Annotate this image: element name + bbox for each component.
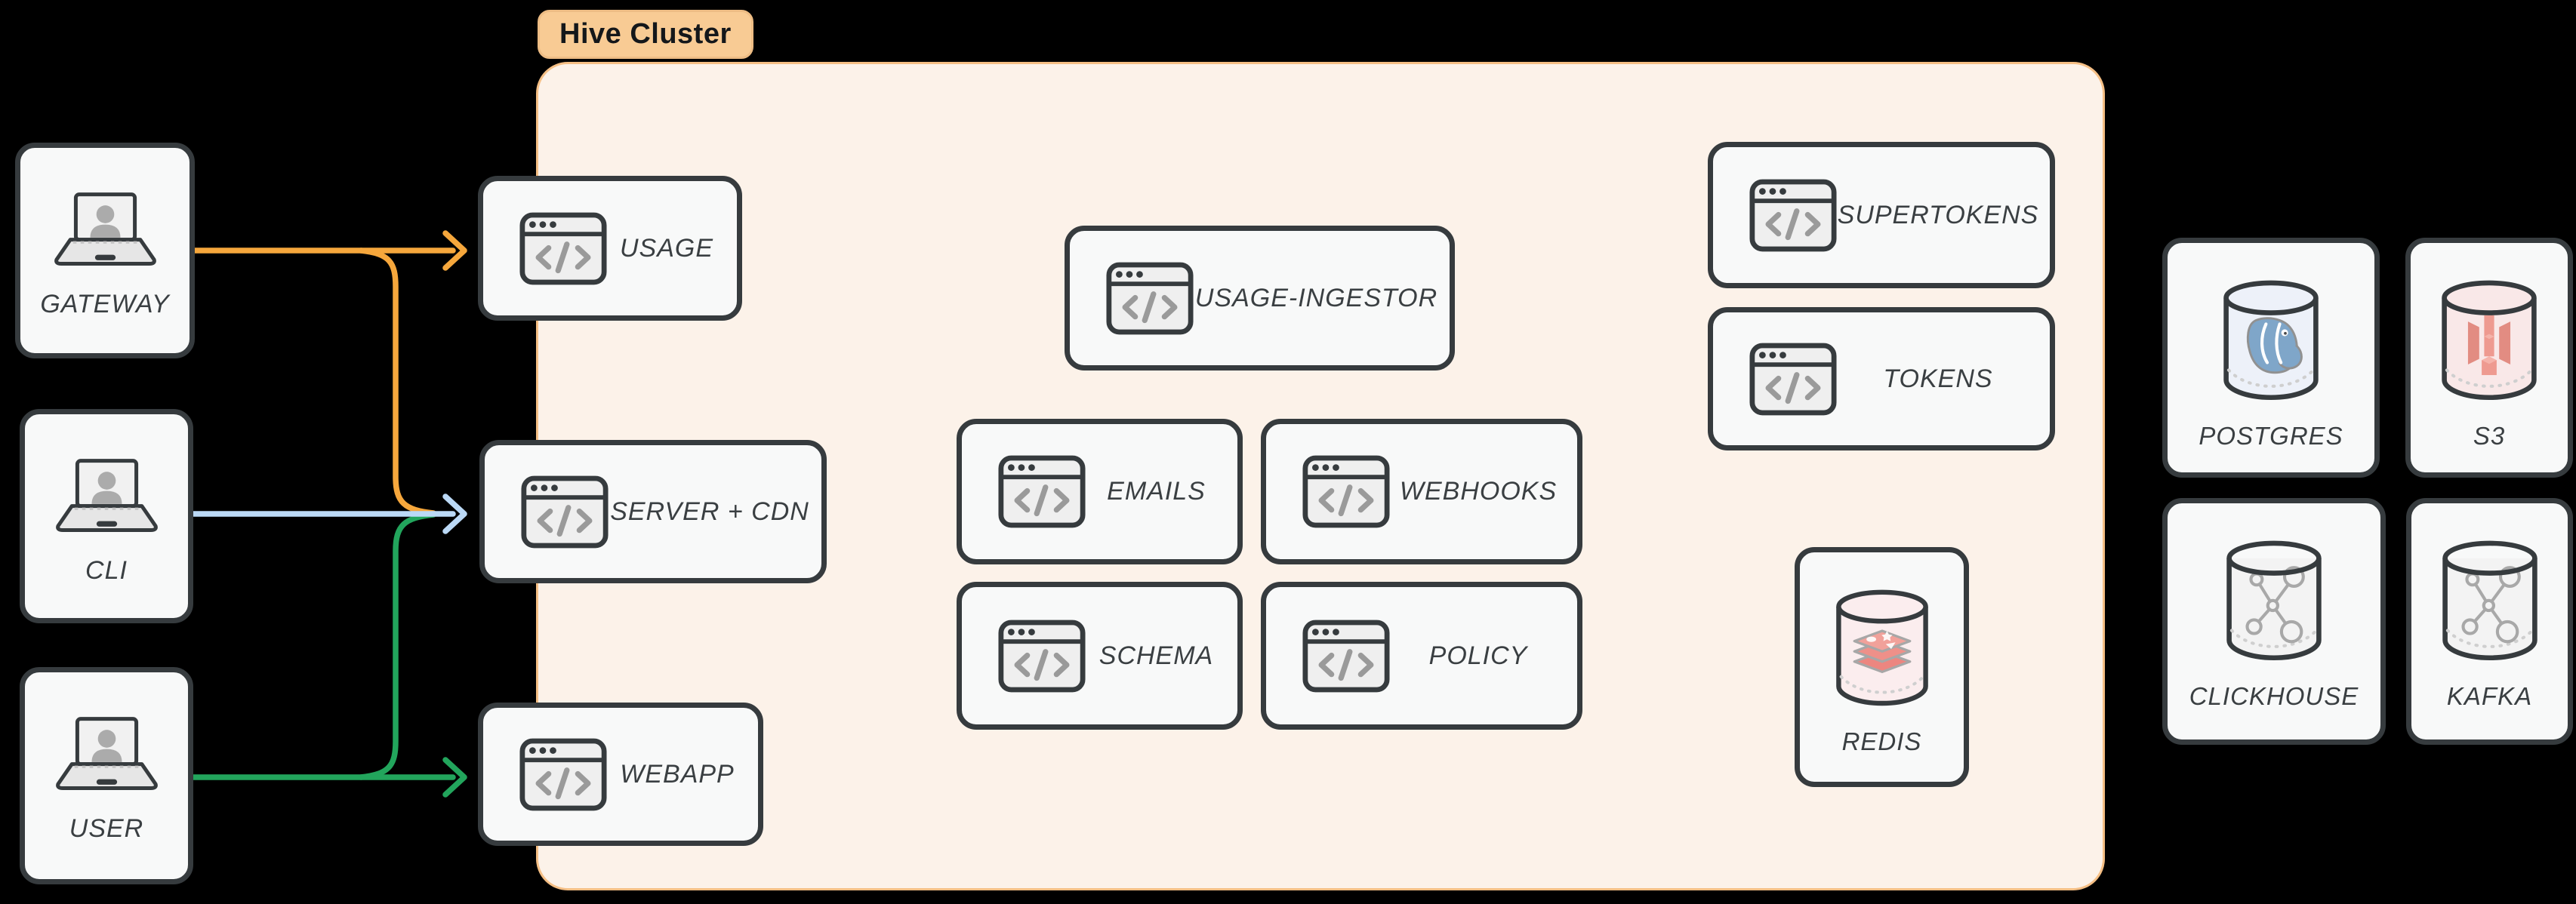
cluster-badge: Hive Cluster <box>538 10 753 59</box>
node-policy-label: POLICY <box>1428 641 1528 670</box>
code-window-icon <box>521 475 609 549</box>
node-usage-label: USAGE <box>619 233 714 263</box>
node-emails: EMAILS <box>957 419 1243 564</box>
code-window-icon <box>1302 455 1390 528</box>
node-s3-label: S3 <box>2473 422 2506 450</box>
arrowhead-server-cdn <box>442 494 467 534</box>
node-s3: S3 <box>2405 238 2573 478</box>
node-cli: CLI <box>20 409 193 623</box>
node-kafka: KAFKA <box>2406 498 2573 745</box>
node-user: USER <box>20 667 193 884</box>
node-server-cdn-label: SERVER + CDN <box>610 497 809 526</box>
laptop-user-icon <box>47 192 164 267</box>
node-gateway: GATEWAY <box>15 143 195 358</box>
postgres-database-icon <box>2218 279 2324 404</box>
node-redis: REDIS <box>1795 547 1969 787</box>
code-window-icon <box>1749 343 1837 416</box>
laptop-user-icon <box>48 458 165 533</box>
code-window-icon <box>1749 179 1837 252</box>
node-usage: USAGE <box>478 176 742 321</box>
code-window-icon <box>519 212 607 285</box>
node-clickhouse-label: CLICKHOUSE <box>2189 682 2359 710</box>
node-server-cdn: SERVER + CDN <box>479 440 827 583</box>
node-redis-label: REDIS <box>1841 727 1922 755</box>
arrowhead-usage <box>442 230 467 271</box>
graph-database-icon <box>2221 540 2327 664</box>
node-schema: SCHEMA <box>957 582 1243 730</box>
node-user-label: USER <box>69 814 144 843</box>
laptop-user-icon <box>48 716 165 792</box>
redis-database-icon <box>1831 589 1934 709</box>
code-window-icon <box>1302 620 1390 693</box>
node-usage-ingestor: USAGE-INGESTOR <box>1065 226 1455 371</box>
code-window-icon <box>1106 262 1194 335</box>
code-window-icon <box>998 620 1086 693</box>
node-supertokens: SUPERTOKENS <box>1708 142 2055 288</box>
node-cli-label: CLI <box>85 556 128 585</box>
graph-database-icon <box>2437 540 2543 664</box>
arrowhead-webapp <box>442 757 467 798</box>
node-usage-ingestor-label: USAGE-INGESTOR <box>1194 283 1438 312</box>
code-window-icon <box>519 738 607 811</box>
node-emails-label: EMAILS <box>1107 477 1206 506</box>
node-tokens-label: TOKENS <box>1883 364 1993 393</box>
arrow-user-server-cdn <box>358 512 436 780</box>
node-clickhouse: CLICKHOUSE <box>2162 498 2386 745</box>
node-webapp: WEBAPP <box>478 703 763 846</box>
node-schema-label: SCHEMA <box>1098 641 1214 670</box>
arrow-gateway-server-cdn <box>358 248 436 516</box>
node-postgres-label: POSTGRES <box>2199 422 2343 450</box>
node-policy: POLICY <box>1261 582 1582 730</box>
node-webapp-label: WEBAPP <box>620 759 735 789</box>
s3-database-icon <box>2436 279 2542 404</box>
code-window-icon <box>998 455 1086 528</box>
node-gateway-label: GATEWAY <box>40 290 170 318</box>
node-kafka-label: KAFKA <box>2446 682 2533 710</box>
node-tokens: TOKENS <box>1708 307 2055 450</box>
node-webhooks-label: WEBHOOKS <box>1399 477 1558 506</box>
node-webhooks: WEBHOOKS <box>1261 419 1582 564</box>
node-postgres: POSTGRES <box>2162 238 2380 478</box>
node-supertokens-label: SUPERTOKENS <box>1837 200 2039 229</box>
